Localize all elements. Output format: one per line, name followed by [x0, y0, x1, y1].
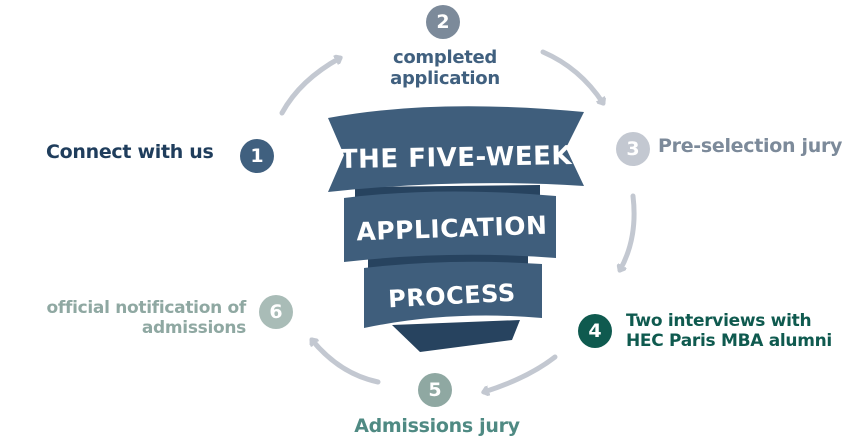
- arrow-1-to-2: [279, 58, 340, 116]
- ribbon-band-1: [328, 106, 584, 192]
- ribbon-band-2: [344, 191, 556, 262]
- step-4-badge: 4: [578, 314, 612, 348]
- step-6-badge: 6: [259, 295, 293, 329]
- step-3-label: Pre-selection jury: [658, 135, 843, 157]
- center-title-line2: APPLICATION: [356, 211, 548, 247]
- step-6-label: official notification of admissions: [46, 298, 247, 338]
- arrow-5-to-6: [309, 340, 381, 385]
- step-1-badge: 1: [240, 139, 274, 173]
- step-5-label: Admissions jury: [354, 415, 520, 437]
- ribbon-tail: [392, 320, 520, 352]
- center-title-line1: THE FIVE-WEEK: [340, 141, 573, 175]
- arrow-3-to-4: [620, 193, 637, 270]
- step-1-label: Connect with us: [46, 141, 214, 163]
- step-3-badge: 3: [616, 132, 650, 166]
- step-4-label: Two interviews with HEC Paris MBA alumni: [626, 311, 832, 351]
- ribbon-band-3: [364, 261, 542, 328]
- arrow-4-to-5: [484, 354, 558, 392]
- center-title-line3: PROCESS: [388, 279, 517, 314]
- arrow-2-to-3: [540, 49, 603, 103]
- step-2-label: completed application: [390, 47, 500, 89]
- step-5-badge: 5: [418, 373, 452, 407]
- step-2-badge: 2: [426, 5, 460, 39]
